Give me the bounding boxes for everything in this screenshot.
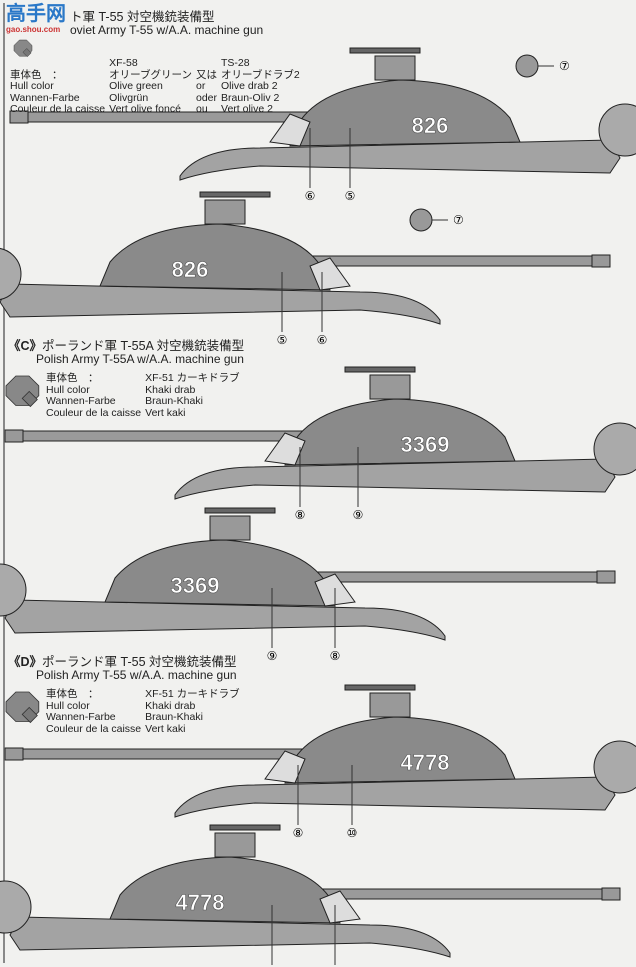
aa-machine-gun [344, 684, 416, 691]
tank-side-view: 3369 [0, 507, 616, 641]
watermark-site: gao.shou.com [6, 25, 61, 34]
commander-cupola [209, 515, 251, 541]
fuel-drum [0, 247, 22, 301]
tarp-stowage [319, 890, 361, 924]
tank-side-view: 826 [9, 47, 636, 181]
decal-callout-number: ⑤ [345, 189, 356, 203]
hull-fender [9, 916, 451, 958]
decal-callout-number: ⑧ [330, 649, 341, 663]
commander-cupola [214, 832, 256, 858]
tank-number-marking: 4778 [401, 750, 450, 775]
section-title-jp: ト軍 T-55 対空機銃装備型 [70, 10, 215, 24]
decal-callout-number: ⑧ [293, 826, 304, 840]
paint-jar-icon [13, 39, 33, 58]
hull-fender [179, 139, 621, 181]
section-a-header: ト軍 T-55 対空機銃装備型 oviet Army T-55 w/A.A. m… [70, 11, 263, 37]
aa-machine-gun [344, 366, 416, 373]
decal-callout-number: ⑥ [305, 189, 316, 203]
gun-barrel [299, 255, 611, 267]
hull-fender [174, 776, 616, 818]
aa-gun-mount-detail [515, 54, 539, 78]
fuel-drum [593, 422, 636, 476]
tank-side-view: 4778 [4, 684, 636, 818]
tank-side-view: 4778 [0, 824, 621, 958]
fuel-drum [598, 103, 636, 157]
tank-number-marking: 826 [412, 113, 449, 138]
paint-jar-handle [21, 706, 38, 724]
turret [104, 539, 336, 607]
hull-fender [174, 458, 616, 500]
aa-machine-gun [204, 507, 276, 514]
decal-callout-number: ⑨ [353, 508, 364, 522]
commander-cupola [204, 199, 246, 225]
muzzle [9, 110, 29, 124]
tank-number-marking: 3369 [171, 573, 220, 598]
decal-callout-number: ⑨ [267, 649, 278, 663]
aa-machine-gun [349, 47, 421, 54]
decal-callout-number: ⑦ [453, 213, 464, 227]
hull-fender [0, 283, 441, 325]
tarp-stowage [309, 257, 351, 291]
tarp-stowage [264, 750, 306, 784]
tarp-stowage [269, 113, 311, 147]
paint-jar-handle [21, 390, 38, 408]
tank-number-marking: 3369 [401, 432, 450, 457]
gun-barrel [304, 571, 616, 583]
commander-cupola [369, 692, 411, 718]
tank-side-view: 826 [0, 191, 611, 325]
gun-barrel [309, 888, 621, 900]
paint-jar-icon [5, 691, 40, 724]
fuel-drum [593, 740, 636, 794]
gun-barrel [4, 748, 316, 760]
aa-machine-gun [209, 824, 281, 831]
paint-jar-icon [5, 375, 40, 408]
turret [289, 79, 521, 147]
muzzle [601, 887, 621, 901]
fuel-drum [0, 563, 27, 617]
decal-callout-number: ⑩ [347, 826, 358, 840]
decal-callout-number: ⑧ [295, 508, 306, 522]
aa-machine-gun [199, 191, 271, 198]
tank-number-marking: 4778 [176, 890, 225, 915]
paint-jar-handle [22, 48, 32, 58]
page-frame [3, 3, 633, 963]
commander-cupola [369, 374, 411, 400]
decal-callout-number: ⑤ [277, 333, 288, 347]
turret [99, 223, 331, 291]
decal-callout-number: ⑦ [559, 59, 570, 73]
muzzle [596, 570, 616, 584]
section-d-header: 《D》ポーランド軍 T-55 対空機銃装備型 Polish Army T-55 … [8, 655, 237, 682]
fuel-drum [0, 880, 32, 934]
aa-gun-mount-detail [409, 208, 433, 232]
tarp-stowage [264, 432, 306, 466]
commander-cupola [374, 55, 416, 81]
section-title-en: oviet Army T-55 w/A.A. machine gun [70, 23, 264, 37]
tank-number-marking: 826 [172, 257, 209, 282]
muzzle [591, 254, 611, 268]
tank-side-view: 3369 [4, 366, 636, 500]
hull-fender [4, 599, 446, 641]
muzzle [4, 747, 24, 761]
watermark-logo-text: 高手网 [6, 3, 66, 25]
muzzle [4, 429, 24, 443]
turret [109, 856, 341, 924]
section-c-header: 《C》ポーランド軍 T-55A 対空機銃装備型 Polish Army T-55… [8, 339, 245, 366]
gun-barrel [4, 430, 316, 442]
decal-callout-number: ⑥ [317, 333, 328, 347]
